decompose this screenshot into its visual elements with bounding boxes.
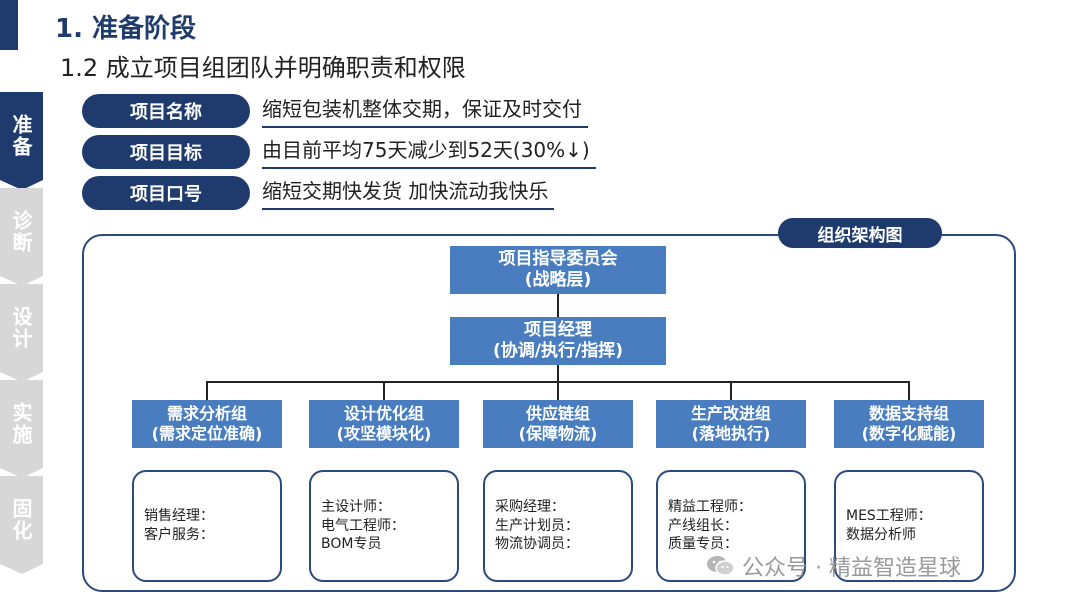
info-label: 项目名称 [82, 94, 250, 128]
connector-line [557, 381, 559, 400]
node-group-data: 数据支持组 (数字化赋能) [834, 400, 984, 448]
info-label: 项目口号 [82, 176, 250, 210]
member-item: 精益工程师： [668, 498, 752, 515]
connector-line [908, 381, 910, 400]
node-name: 项目经理 [524, 319, 592, 340]
connector-line [730, 381, 732, 400]
node-project-manager: 项目经理 (协调/执行/指挥) [450, 317, 666, 365]
node-group-supply-chain: 供应链组 (保障物流) [483, 400, 633, 448]
nav-item-implement[interactable]: 实施 [0, 380, 43, 478]
member-item: 销售经理： [144, 508, 214, 525]
group-role: (攻坚模块化) [336, 424, 432, 443]
info-value: 缩短交期快发货 加快流动我快乐 [262, 176, 555, 210]
member-item: 质量专员： [668, 536, 738, 553]
members-box-supply-chain: 采购经理： 生产计划员： 物流协调员： [483, 470, 633, 582]
node-role: (协调/执行/指挥) [493, 341, 623, 361]
group-name: 生产改进组 [690, 404, 771, 423]
org-chart-frame [82, 234, 1016, 592]
nav-item-solidify[interactable]: 固化 [0, 476, 43, 574]
members-box-data: MES工程师： 数据分析师 [834, 470, 984, 582]
group-role: (需求定位准确) [151, 424, 263, 443]
info-label: 项目目标 [82, 135, 250, 169]
nav-item-label: 设计 [9, 306, 33, 350]
member-item: 主设计师： [321, 498, 391, 515]
left-accent-bar [0, 0, 18, 50]
node-name: 项目指导委员会 [498, 248, 618, 269]
node-group-production: 生产改进组 (落地执行) [656, 400, 806, 448]
members-box-requirements: 销售经理： 客户服务： [132, 470, 282, 582]
member-item: MES工程师： [846, 508, 932, 525]
page-subtitle: 1.2 成立项目组团队并明确职责和权限 [60, 54, 466, 82]
node-role: (战略层) [524, 270, 592, 290]
info-value: 由目前平均75天减少到52天(30%↓) [262, 135, 596, 169]
member-item: 物流协调员： [495, 536, 579, 553]
member-item: 采购经理： [495, 498, 565, 515]
wechat-icon [707, 556, 735, 576]
node-steering-committee: 项目指导委员会 (战略层) [450, 246, 666, 294]
connector-line [557, 294, 559, 317]
connector-line [206, 381, 208, 400]
nav-item-prepare[interactable]: 准备 [0, 92, 43, 190]
nav-item-label: 实施 [9, 402, 33, 446]
members-box-design: 主设计师： 电气工程师： BOM专员 [309, 470, 459, 582]
nav-item-label: 诊断 [9, 210, 33, 254]
member-item: BOM专员 [321, 536, 382, 553]
member-item: 数据分析师 [846, 527, 916, 543]
node-group-requirements: 需求分析组 (需求定位准确) [132, 400, 282, 448]
group-name: 数据支持组 [868, 404, 949, 423]
nav-item-label: 准备 [9, 114, 33, 158]
group-name: 需求分析组 [166, 404, 247, 423]
watermark-text: 公众号 · 精益智造星球 [742, 556, 961, 581]
group-name: 设计优化组 [343, 404, 424, 423]
member-item: 产线组长： [668, 517, 738, 534]
node-group-design: 设计优化组 (攻坚模块化) [309, 400, 459, 448]
group-role: (保障物流) [518, 424, 598, 443]
page-title: 1. 准备阶段 [55, 14, 197, 44]
nav-item-label: 固化 [9, 498, 33, 542]
info-value: 缩短包装机整体交期，保证及时交付 [262, 94, 588, 128]
nav-item-diagnose[interactable]: 诊断 [0, 188, 43, 286]
member-item: 电气工程师： [321, 517, 405, 534]
group-role: (数字化赋能) [861, 424, 957, 443]
nav-item-design[interactable]: 设计 [0, 284, 43, 382]
org-chart-title: 组织架构图 [778, 218, 942, 248]
group-role: (落地执行) [691, 424, 771, 443]
group-name: 供应链组 [525, 404, 590, 423]
member-item: 生产计划员： [495, 517, 579, 534]
member-item: 客户服务： [144, 527, 214, 543]
connector-line [557, 365, 559, 382]
watermark: 公众号 · 精益智造星球 [706, 550, 961, 582]
connector-line [383, 381, 385, 400]
phase-nav: 准备 诊断 设计 实施 固化 [0, 92, 43, 574]
